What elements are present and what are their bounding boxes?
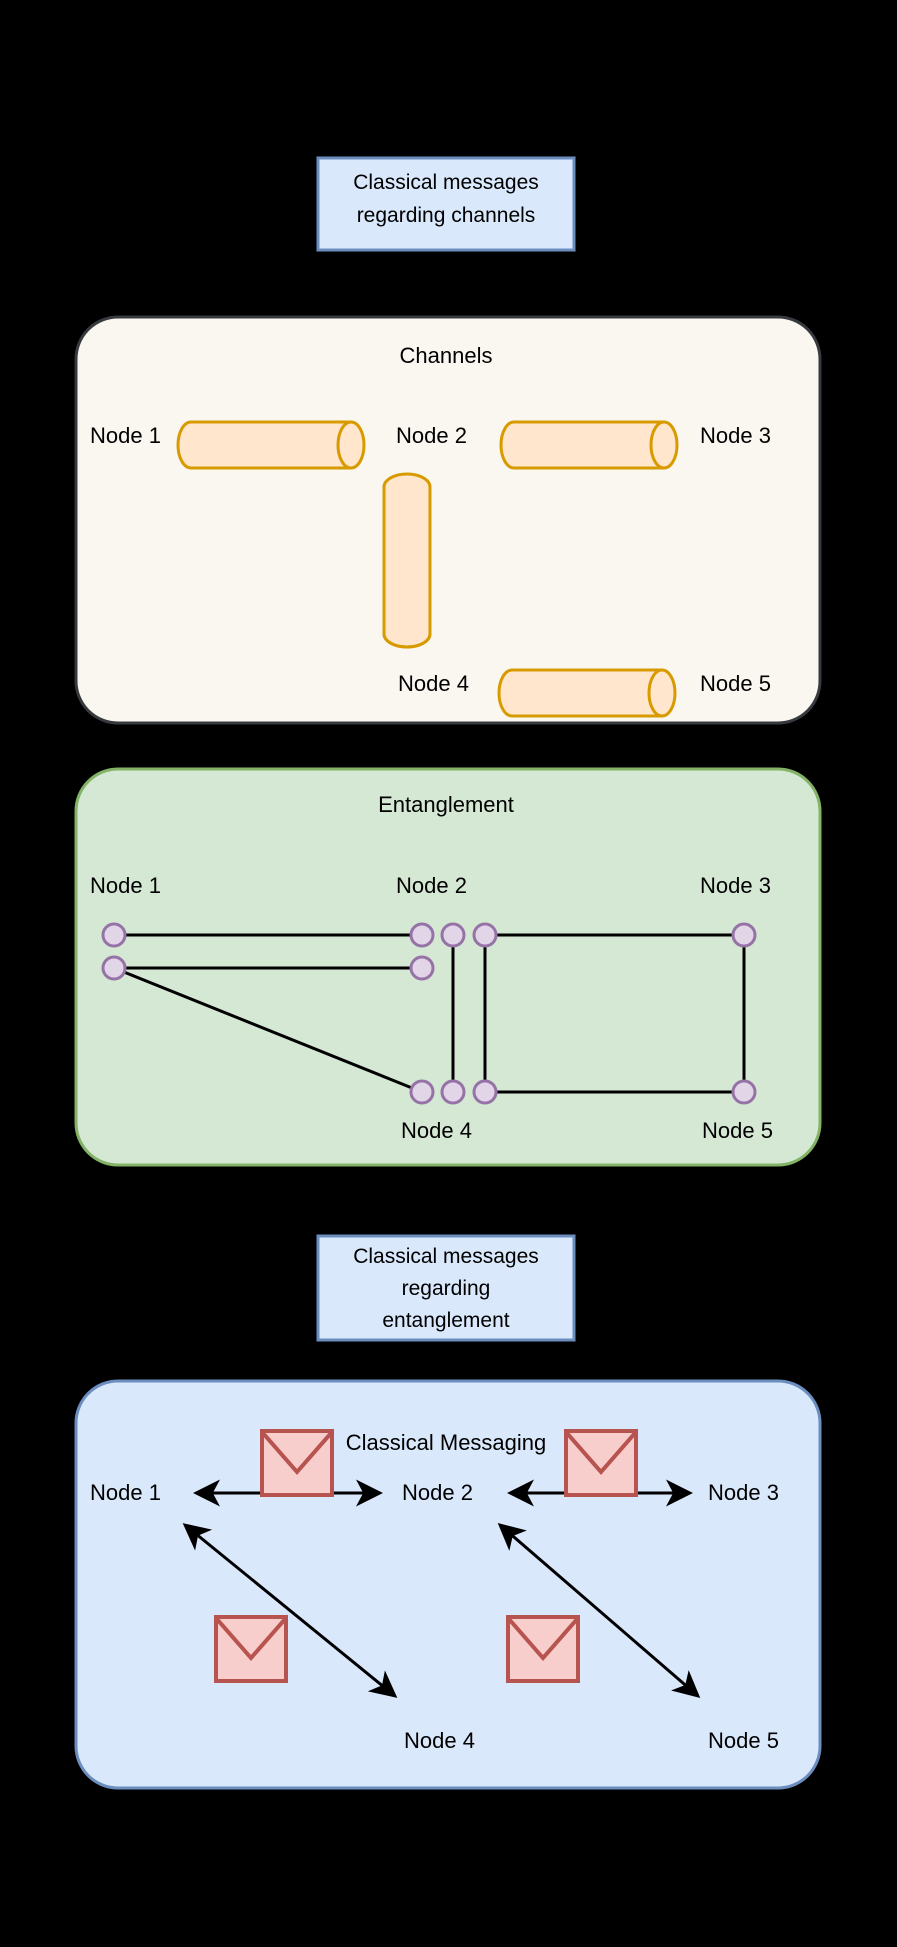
messaging-node-label-node1: Node 1 bbox=[90, 1480, 161, 1505]
classical-messages-channels-note: Classical messages regarding channels bbox=[316, 156, 576, 252]
channel-node1-node2-body bbox=[176, 420, 366, 470]
entanglement-qubits bbox=[101, 922, 757, 1105]
qubit-node4-b bbox=[440, 1079, 466, 1105]
note-entanglement-box bbox=[316, 1234, 576, 1342]
entanglement-panel-title: Entanglement bbox=[378, 792, 514, 817]
classical-messages-entanglement-note: Classical messages regarding entanglemen… bbox=[316, 1234, 576, 1342]
qubit-node2-a bbox=[409, 922, 435, 948]
qubit-node2-d bbox=[472, 922, 498, 948]
channels-node-label-node1: Node 1 bbox=[90, 423, 161, 448]
classical-messaging-envelopes bbox=[214, 1429, 638, 1683]
messaging-node-label-node3: Node 3 bbox=[708, 1480, 779, 1505]
entanglement-node-label-node1: Node 1 bbox=[90, 873, 161, 898]
channel-node1-node2-cap bbox=[336, 420, 352, 470]
note-entanglement-line-1: Classical messages bbox=[353, 1245, 539, 1268]
entanglement-panel-background bbox=[74, 767, 822, 1167]
entanglement-node-label-node5: Node 5 bbox=[702, 1118, 773, 1143]
entanglement-node-label-node4: Node 4 bbox=[401, 1118, 472, 1143]
envelope-node1-node2-flap bbox=[260, 1430, 334, 1476]
channels-panel: Channels Node 1 Node 2 Node 3 Node 4 bbox=[74, 315, 822, 725]
entanglement-node-label-node2: Node 2 bbox=[396, 873, 467, 898]
channel-node2-node3-cap bbox=[649, 420, 665, 470]
note-channels-box bbox=[316, 156, 576, 252]
classical-messaging-panel-title: Classical Messaging bbox=[346, 1430, 547, 1455]
note-channels-line-1: Classical messages bbox=[353, 171, 539, 194]
entanglement-node-label-node3: Node 3 bbox=[700, 873, 771, 898]
envelope-node1-node4-flap bbox=[214, 1616, 288, 1662]
note-channels-line-2: regarding channels bbox=[357, 204, 536, 227]
qubit-node1-a bbox=[101, 922, 127, 948]
messaging-node-label-node4: Node 4 bbox=[404, 1728, 475, 1753]
channels-node-label-node3: Node 3 bbox=[700, 423, 771, 448]
channel-node4-node5-cap bbox=[647, 668, 663, 718]
messaging-node-label-node5: Node 5 bbox=[708, 1728, 779, 1753]
envelope-node2-node3 bbox=[564, 1429, 638, 1497]
note-entanglement-line-3: entanglement bbox=[382, 1309, 509, 1332]
entanglement-link-node1-node4 bbox=[113, 966, 423, 1094]
channels-node-label-node2: Node 2 bbox=[396, 423, 467, 448]
envelope-node2-node5-body bbox=[506, 1615, 580, 1683]
channel-node2-node3 bbox=[499, 420, 679, 470]
qubit-node5-a bbox=[731, 1079, 757, 1105]
qubit-node3-a bbox=[731, 922, 757, 948]
entanglement-panel: Entanglement Node 1 Node 2 Node 3 bbox=[74, 767, 822, 1167]
envelope-node1-node2-body bbox=[260, 1429, 334, 1497]
messaging-node-label-node2: Node 2 bbox=[402, 1480, 473, 1505]
envelope-node2-node3-body bbox=[564, 1429, 638, 1497]
channel-node4-node5 bbox=[497, 668, 677, 718]
qubit-node1-b bbox=[101, 955, 127, 981]
classical-messaging-panel: Classical Messaging Node 1 Node 2 Node 3 bbox=[74, 1379, 822, 1790]
channel-node2-node4-body bbox=[382, 472, 432, 649]
envelope-node2-node5 bbox=[506, 1615, 580, 1683]
qubit-node4-a bbox=[409, 1079, 435, 1105]
envelope-node2-node3-flap bbox=[564, 1430, 638, 1476]
entanglement-links bbox=[113, 933, 746, 1094]
envelope-node2-node5-flap bbox=[506, 1616, 580, 1662]
qubit-node2-b bbox=[409, 955, 435, 981]
channel-node1-node2 bbox=[176, 420, 366, 470]
channels-node-label-node4: Node 4 bbox=[398, 671, 469, 696]
message-arrow-node2-node5 bbox=[497, 1523, 701, 1698]
channels-panel-background bbox=[74, 315, 822, 725]
note-entanglement-line-2: regarding bbox=[402, 1277, 491, 1300]
envelope-node1-node4 bbox=[214, 1615, 288, 1683]
channels-panel-title: Channels bbox=[400, 343, 493, 368]
channel-node2-node4 bbox=[382, 472, 432, 649]
channels-node-label-node5: Node 5 bbox=[700, 671, 771, 696]
envelope-node1-node2 bbox=[260, 1429, 334, 1497]
qubit-node4-c bbox=[472, 1079, 498, 1105]
message-arrow-node1-node4 bbox=[182, 1523, 398, 1698]
qubit-node2-c bbox=[440, 922, 466, 948]
envelope-node1-node4-body bbox=[214, 1615, 288, 1683]
channel-node2-node4-cap bbox=[382, 633, 432, 649]
